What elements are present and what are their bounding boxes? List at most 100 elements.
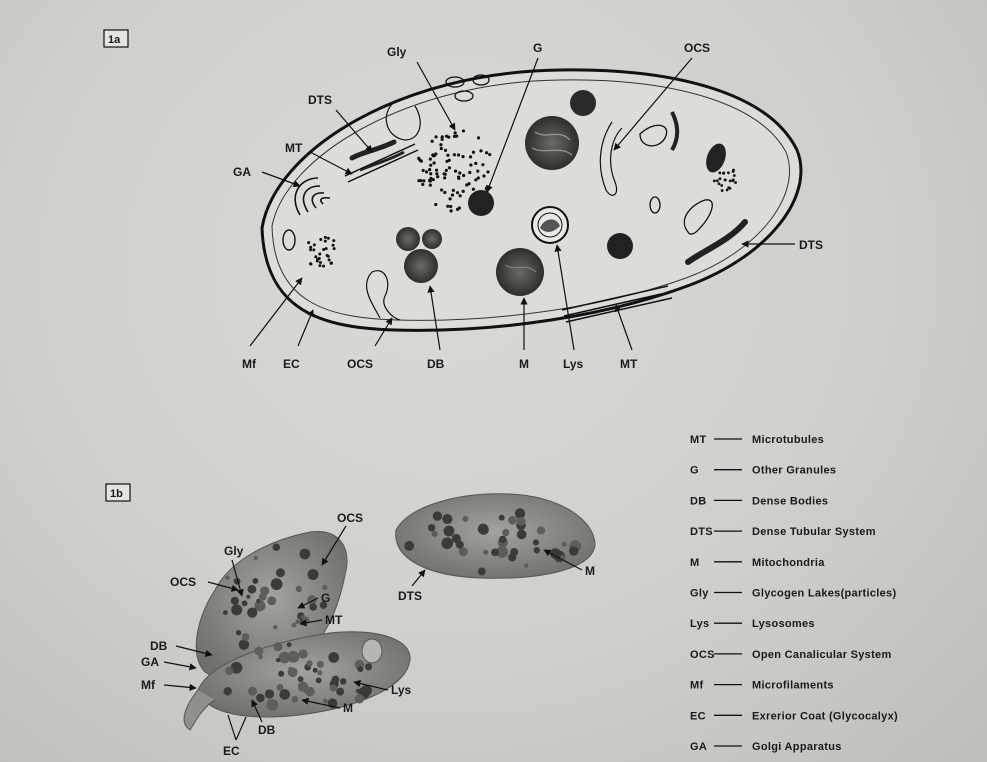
legend-abbr: GA: [690, 741, 707, 753]
micrograph-granule: [223, 687, 231, 695]
micrograph-granule: [298, 682, 308, 692]
glycogen-particle: [474, 162, 477, 165]
glycogen-particle: [718, 182, 721, 185]
legend-abbr: DB: [690, 495, 707, 507]
micrograph-granule: [246, 595, 250, 599]
label-1b-ga: GA: [141, 655, 159, 669]
micrograph-granule: [271, 578, 283, 590]
micrograph-granule: [433, 511, 442, 520]
micrograph-granule: [444, 526, 455, 537]
glycogen-particle: [444, 173, 447, 176]
label-1a-mf: Mf: [242, 357, 257, 371]
glycogen-particle: [312, 248, 315, 251]
glycogen-particle: [330, 262, 333, 265]
glycogen-particle: [443, 176, 446, 179]
glycogen-particle: [469, 155, 472, 158]
glycogen-particle: [328, 258, 331, 261]
mitochondrion-lower: [496, 248, 544, 296]
micrograph-granule: [533, 539, 539, 545]
glycogen-particle: [454, 169, 457, 172]
glycogen-particle: [447, 136, 450, 139]
glycogen-particle: [454, 131, 457, 134]
micrograph-granule: [307, 595, 317, 605]
glycogen-particle: [429, 184, 432, 187]
micrograph-granule: [231, 604, 242, 615]
glycogen-particle: [313, 243, 316, 246]
glycogen-particle: [720, 184, 723, 187]
label-1a-mt-left: MT: [285, 141, 303, 155]
glycogen-particle: [458, 171, 461, 174]
panel-1a-label-box: 1a: [104, 30, 128, 47]
glycogen-particle: [446, 154, 449, 157]
micrograph-granule: [534, 547, 540, 553]
legend-term: Glycogen Lakes(particles): [752, 588, 896, 600]
lysosome: [532, 207, 568, 243]
label-1b-m-right: M: [585, 564, 595, 578]
glycogen-particle: [457, 175, 460, 178]
glycogen-particle: [445, 160, 448, 163]
label-1a-dts-right: DTS: [799, 238, 823, 252]
legend-item: ECExrerior Coat (Glycocalyx): [690, 710, 898, 722]
glycogen-particle: [429, 172, 432, 175]
micrograph-platelet-right: [396, 494, 595, 578]
legend-abbr: DTS: [690, 526, 713, 538]
glycogen-particle: [485, 151, 488, 154]
glycogen-particle: [462, 129, 465, 132]
glycogen-particle: [434, 203, 437, 206]
micrograph-granule: [287, 642, 292, 647]
micrograph-granule: [499, 515, 505, 521]
granule-top: [570, 90, 596, 116]
glycogen-particle: [476, 170, 479, 173]
legend-term: Microfilaments: [752, 680, 834, 692]
glycogen-particle: [472, 151, 475, 154]
legend-abbr: EC: [690, 710, 706, 722]
glycogen-particle: [444, 149, 447, 152]
glycogen-particle: [481, 163, 484, 166]
legend-abbr: Mf: [690, 680, 703, 692]
glycogen-particle: [316, 260, 319, 263]
micrograph-granule: [478, 568, 486, 576]
glycogen-particle: [429, 158, 432, 161]
glycogen-particle: [429, 180, 432, 183]
glycogen-particle: [727, 171, 730, 174]
micrograph-granule: [272, 543, 280, 551]
glycogen-particle: [451, 193, 454, 196]
glycogen-particle: [474, 178, 477, 181]
glycogen-particle: [436, 175, 439, 178]
glycogen-particle: [422, 169, 425, 172]
glycogen-particle: [325, 247, 328, 250]
glycogen-particle: [443, 191, 446, 194]
glycogen-particle: [448, 166, 451, 169]
micrograph-granule: [442, 514, 452, 524]
glycogen-particle: [440, 188, 443, 191]
glycogen-particle: [448, 197, 451, 200]
legend-item: LysLysosomes: [690, 618, 815, 630]
legend-item: DBDense Bodies: [690, 495, 828, 507]
micrograph-granule: [277, 684, 284, 691]
legend-abbr: Gly: [690, 588, 709, 600]
micrograph-granule: [330, 684, 337, 691]
glycogen-particle: [309, 248, 312, 251]
micrograph-granule: [322, 585, 327, 590]
glycogen-particle: [309, 263, 312, 266]
glycogen-particle: [446, 205, 449, 208]
micrograph-granule: [479, 525, 489, 535]
micrograph-granule: [276, 658, 280, 662]
micrograph-granule: [499, 536, 506, 543]
glycogen-particle: [422, 179, 425, 182]
micrograph-granule: [248, 687, 257, 696]
micrograph-granule: [508, 516, 517, 525]
label-1b-ec: EC: [223, 744, 240, 758]
glycogen-particle: [477, 136, 480, 139]
label-1a-ec: EC: [283, 357, 300, 371]
micrograph-granule: [562, 542, 567, 547]
legend-abbr: M: [690, 557, 699, 569]
glycogen-particle: [726, 189, 729, 192]
legend-term: Microtubules: [752, 434, 824, 446]
glycogen-particle: [324, 240, 327, 243]
micrograph-granule: [236, 630, 241, 635]
micrograph-granule: [508, 553, 516, 561]
label-1a-lys: Lys: [563, 357, 584, 371]
glycogen-particle: [432, 178, 435, 181]
glycogen-particle: [322, 248, 325, 251]
